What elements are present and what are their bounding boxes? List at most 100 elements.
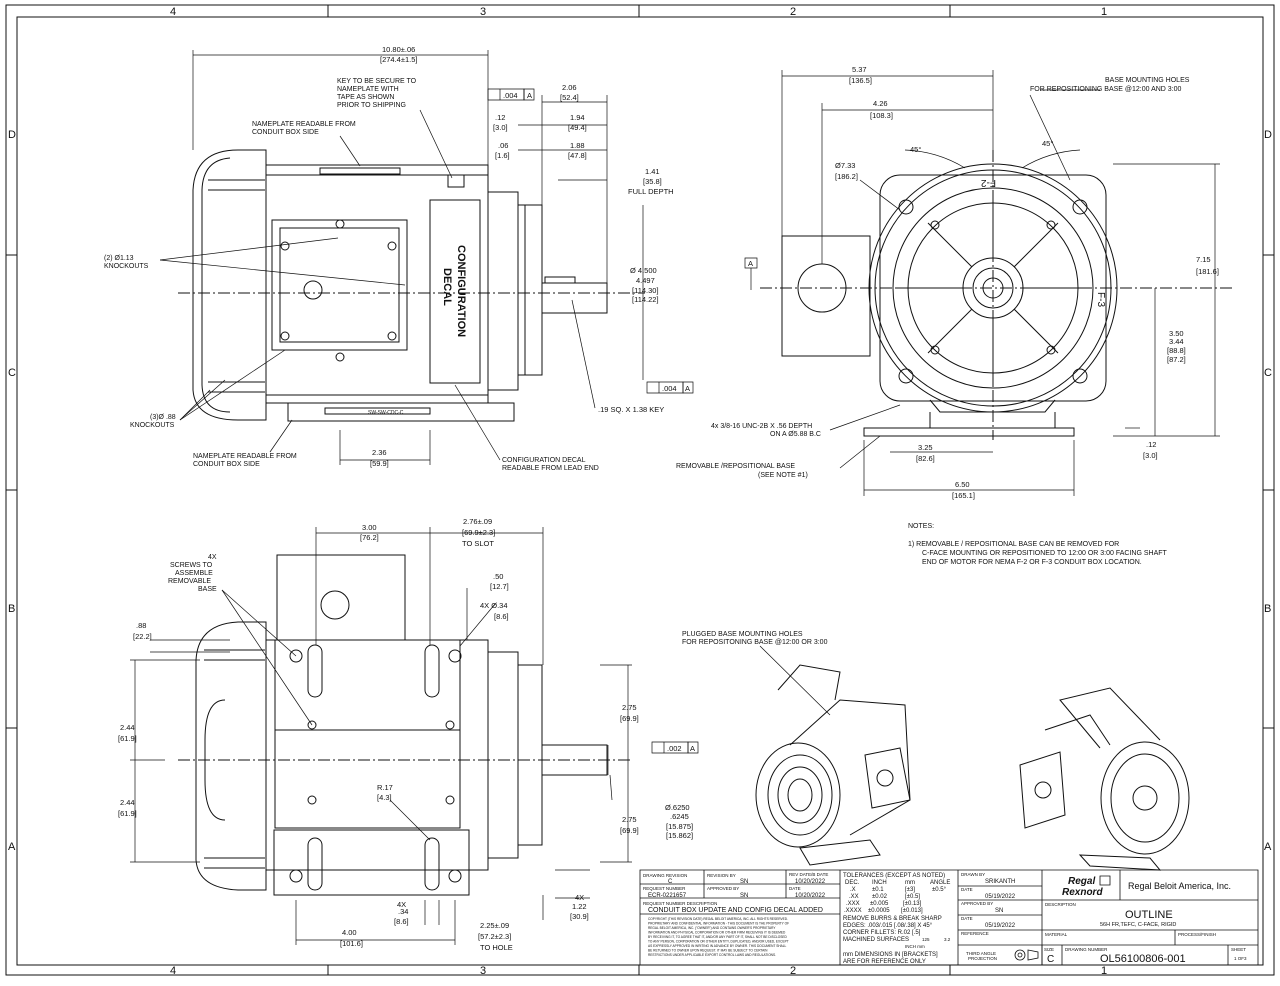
tol-004: .004 xyxy=(503,91,518,100)
datum-a: A xyxy=(527,91,532,100)
tb-drawing-revision-label: DRAWING REVISION xyxy=(643,873,687,878)
regal-logo-icon xyxy=(1100,876,1110,885)
dim-r17-mm: [4.3] xyxy=(377,793,392,802)
dim-715-mm: [181.6] xyxy=(1196,267,1219,276)
dim-426: 4.26 xyxy=(873,99,888,108)
tb-logo-top: Regal xyxy=(1068,876,1095,887)
isometric-view-front xyxy=(756,665,910,865)
side-view-dimensions xyxy=(160,50,693,465)
dim-276: 2.76±.09 xyxy=(463,517,492,526)
tb-tol-r0-angle: ±0.5° xyxy=(932,887,947,893)
dim-244a: 2.44 xyxy=(120,723,135,732)
f2-label: F-2 xyxy=(981,177,996,188)
side-view-outline xyxy=(178,150,645,421)
tb-copyright-3: REGAL BELOIT AMERICA, INC. ("OWNER") AND… xyxy=(648,926,776,930)
dim-188-mm: [47.8] xyxy=(568,151,587,160)
dim-6250-2: .6245 xyxy=(670,812,689,821)
dim-12-mm: [3.0] xyxy=(493,123,508,132)
tb-tol-r2-inch: ±0.005 xyxy=(870,901,889,907)
dim-300: 3.00 xyxy=(362,523,377,532)
tb-tol-r0-inch: ±0.1 xyxy=(872,887,884,893)
tb-burrs: REMOVE BURRS & BREAK SHARP xyxy=(843,916,942,922)
screws-note-3: ASSEMBLE xyxy=(175,570,213,577)
dim-236: 2.36 xyxy=(372,448,387,457)
dim-244b-mm: [61.9] xyxy=(118,809,137,818)
config-note-1: CONFIGURATION DECAL xyxy=(502,457,586,464)
dim-650: 6.50 xyxy=(955,480,970,489)
key-note-4: PRIOR TO SHIPPING xyxy=(337,102,406,109)
config-decal-2: DECAL xyxy=(441,268,453,306)
tb-tol-r3-inch: ±0.0005 xyxy=(868,908,890,914)
row-left-c: C xyxy=(8,367,16,379)
dim-4x34: 4X Ø.34 xyxy=(480,601,508,610)
dim-650-mm: [165.1] xyxy=(952,491,975,500)
tb-tol-r3-dec: .XXXX xyxy=(844,908,862,914)
title-block-text: DRAWING REVISION C REVISION BY SN REV DA… xyxy=(643,872,1247,965)
tb-tol-head-angle: ANGLE xyxy=(930,880,950,886)
dim-6250-3: [15.875] xyxy=(666,822,693,831)
iso-note-1: PLUGGED BASE MOUNTING HOLES xyxy=(682,631,803,638)
tb-rev-date-label: REV DATE/B DATE xyxy=(789,872,828,877)
tb-copyright-9: RESTRICTIONS UNDER APPLICABLE EXPORT CON… xyxy=(648,953,776,957)
tb-approved2-label: APPROVED BY xyxy=(961,901,993,906)
dim-275b-mm: [69.9] xyxy=(620,826,639,835)
dim-4500-2: 4.497 xyxy=(636,276,655,285)
knockouts-113-1: (2) Ø1.13 xyxy=(104,255,134,262)
tb-copyright-1: COPYRIGHT (THIS REVISION DATE) REGAL BEL… xyxy=(648,917,788,921)
key-note-3: TAPE AS SHOWN xyxy=(337,94,394,101)
tb-tol-head-mm: mm xyxy=(905,880,915,886)
tb-approved2: SN xyxy=(995,908,1003,914)
row-left-b: B xyxy=(8,603,15,615)
tb-sheet-label: SHEET xyxy=(1231,947,1246,952)
tb-company: Regal Beloit America, Inc. xyxy=(1128,881,1231,891)
tb-third-angle-1: THIRD ANGLE xyxy=(966,951,996,956)
tap-note-1: 4x 3/8-16 UNC-2B X .56 DEPTH xyxy=(711,423,812,430)
row-right-b: B xyxy=(1264,603,1271,615)
dim-194-mm: [49.4] xyxy=(568,123,587,132)
dim-4x-34-mm: [8.6] xyxy=(394,917,409,926)
dim-4x-34-a: 4X xyxy=(397,900,406,909)
key-note-2: NAMEPLATE WITH xyxy=(337,86,399,93)
notes-block: NOTES: 1) REMOVABLE / REPOSITIONAL BASE … xyxy=(908,523,1168,566)
screws-note-1: 4X xyxy=(208,554,217,561)
iso-note-2: FOR REPOSITONING BASE @12:00 OR 3:00 xyxy=(682,639,828,646)
tb-tol-r0-mm: [±3] xyxy=(905,887,915,893)
dim-overall: 10.80±.06 xyxy=(382,45,415,54)
tb-mach-val2: 3.2 xyxy=(944,937,951,942)
dim-275a-mm: [69.9] xyxy=(620,714,639,723)
dim-4x-122-mm: [30.9] xyxy=(570,912,589,921)
row-right-c: C xyxy=(1264,367,1272,379)
dim-141: 1.41 xyxy=(645,167,660,176)
screws-note-4: REMOVABLE xyxy=(168,578,211,585)
dim-88-mm: [22.2] xyxy=(133,632,152,641)
dim-537: 5.37 xyxy=(852,65,867,74)
tb-date-label: DATE xyxy=(789,886,801,891)
base-holes-note-1: BASE MOUNTING HOLES xyxy=(1105,77,1190,84)
datum-a-b: A xyxy=(685,384,690,393)
tb-description-label: DESCRIPTION xyxy=(1045,902,1076,907)
dim-350-2: 3.44 xyxy=(1169,337,1184,346)
angle-45-b: 45° xyxy=(1042,139,1053,148)
dim-206-mm: [52.4] xyxy=(560,93,579,102)
dim-06-mm: [1.6] xyxy=(495,151,510,160)
tb-drawing-revision: C xyxy=(668,879,673,885)
datum-a-top: A xyxy=(690,744,695,753)
row-left-d: D xyxy=(8,129,16,141)
dim-4x-122-b: 1.22 xyxy=(572,902,587,911)
tb-request-number: ECR-0221657 xyxy=(648,893,687,899)
dim-325: 3.25 xyxy=(918,443,933,452)
iso-note: PLUGGED BASE MOUNTING HOLES FOR REPOSITO… xyxy=(682,631,828,646)
end-view-dimensions xyxy=(745,70,1220,496)
dim-194: 1.94 xyxy=(570,113,585,122)
tb-third-angle-2: PROJECTION xyxy=(968,956,997,961)
tb-date2-label: DATE xyxy=(961,916,973,921)
tb-copyright-2: PROPRIETARY AND CONFIDENTIAL INFORMATION… xyxy=(648,922,789,926)
dim-225: 2.25±.09 xyxy=(480,921,509,930)
tb-tol-r3-mm: [±0.013] xyxy=(901,908,923,914)
tb-date1-label: DATE xyxy=(961,887,973,892)
dim-275a: 2.75 xyxy=(622,703,637,712)
zone-top-1: 1 xyxy=(1101,6,1107,18)
dim-6250-4: [15.862] xyxy=(666,831,693,840)
